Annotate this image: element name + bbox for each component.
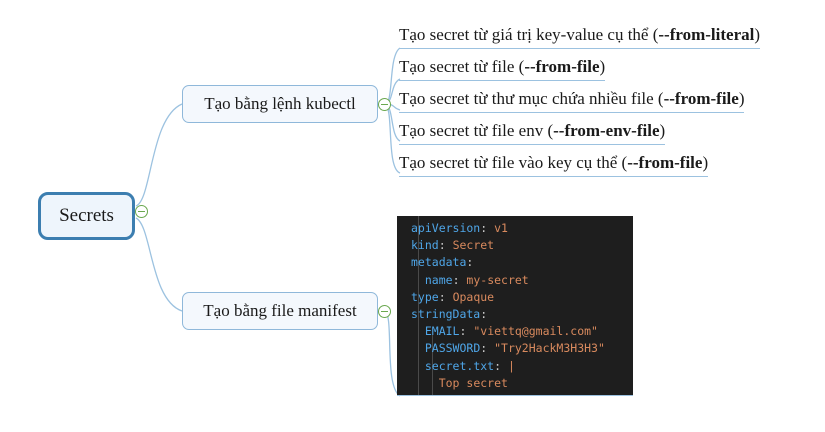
leaf-topic-from-file[interactable]: Tạo secret từ file (--from-file) (399, 57, 606, 81)
code-line: Top secret (397, 375, 633, 392)
indent-guide (418, 216, 419, 395)
code-key: PASSWORD (424, 341, 481, 356)
code-punct: : (452, 272, 467, 287)
leaf-topic-flag: --from-file (663, 89, 739, 108)
code-value: Top secret (438, 375, 508, 390)
leaf-topic-text: Tạo secret từ file env ( (399, 121, 554, 140)
code-key: kind (411, 238, 439, 253)
root-collapse-toggle[interactable] (135, 205, 148, 218)
code-value: Opaque (452, 289, 495, 304)
code-key: stringData (411, 307, 481, 322)
code-line: name: my-secret (397, 272, 633, 289)
code-key: apiVersion (411, 221, 481, 235)
code-value: Secret (452, 238, 495, 253)
code-punct: : (438, 238, 453, 253)
root-node-secrets[interactable]: Secrets (38, 192, 135, 240)
leaf-topic-tail: ) (599, 57, 606, 76)
branch-kubectl-collapse-toggle[interactable] (378, 98, 391, 111)
leaf-topic-flag: --from-file (627, 153, 703, 172)
leaf-topic-from-file-key[interactable]: Tạo secret từ file vào key cụ thể (--fro… (399, 153, 709, 177)
code-punct: : (494, 358, 508, 373)
code-key: EMAIL (424, 324, 460, 339)
code-line: apiVersion: v1 (397, 220, 633, 237)
branch-manifest-collapse-toggle[interactable] (378, 305, 391, 318)
code-punct: : (466, 255, 474, 270)
code-line: kind: Secret (397, 237, 633, 254)
branch-node-manifest-label: Tạo bằng file manifest (203, 301, 357, 320)
leaf-topic-flag: --from-env-file (553, 121, 660, 140)
branch-node-manifest[interactable]: Tạo bằng file manifest (182, 292, 378, 330)
code-line: metadata: (397, 254, 633, 271)
code-value: | (507, 358, 515, 373)
leaf-topic-tail: ) (702, 153, 709, 172)
branch-node-kubectl[interactable]: Tạo bằng lệnh kubectl (182, 85, 378, 123)
code-punct: : (438, 289, 453, 304)
leaf-topic-tail: ) (738, 89, 745, 108)
leaf-topic-text: Tạo secret từ thư mục chứa nhiều file ( (399, 89, 664, 108)
leaf-topic-text: Tạo secret từ file ( (399, 57, 525, 76)
leaf-topic-from-env-file[interactable]: Tạo secret từ file env (--from-env-file) (399, 121, 666, 145)
leaf-topic-flag: --from-file (524, 57, 600, 76)
code-punct: : (459, 324, 474, 339)
leaf-topic-from-file-directory[interactable]: Tạo secret từ thư mục chứa nhiều file (-… (399, 89, 745, 113)
leaf-topic-tail: ) (659, 121, 666, 140)
code-line: stringData: (397, 306, 633, 323)
code-key: secret.txt (424, 358, 495, 373)
code-key: name (424, 272, 453, 287)
code-punct: : (480, 307, 488, 322)
leaf-topic-text: Tạo secret từ giá trị key-value cụ thể ( (399, 25, 659, 44)
code-line: secret.txt: | (397, 358, 633, 375)
leaf-topic-from-literal[interactable]: Tạo secret từ giá trị key-value cụ thể (… (399, 25, 761, 49)
branch-node-kubectl-label: Tạo bằng lệnh kubectl (204, 94, 356, 113)
leaf-topic-tail: ) (754, 25, 761, 44)
leaf-topic-flag: --from-literal (658, 25, 755, 44)
code-value: my-secret (466, 272, 529, 287)
indent-guide (432, 335, 433, 395)
code-punct: : (480, 221, 495, 235)
code-line: EMAIL: "viettq@gmail.com" (397, 323, 633, 340)
leaf-topic-text: Tạo secret từ file vào key cụ thể ( (399, 153, 628, 172)
code-key: metadata (411, 255, 467, 270)
code-key: type (411, 289, 439, 304)
code-line: PASSWORD: "Try2HackM3H3H3" (397, 340, 633, 357)
code-value: v1 (494, 221, 508, 235)
code-punct: : (480, 341, 495, 356)
root-node-label: Secrets (59, 205, 114, 226)
code-value: "Try2HackM3H3H3" (494, 341, 605, 356)
code-line: type: Opaque (397, 289, 633, 306)
code-value: "viettq@gmail.com" (473, 324, 598, 339)
